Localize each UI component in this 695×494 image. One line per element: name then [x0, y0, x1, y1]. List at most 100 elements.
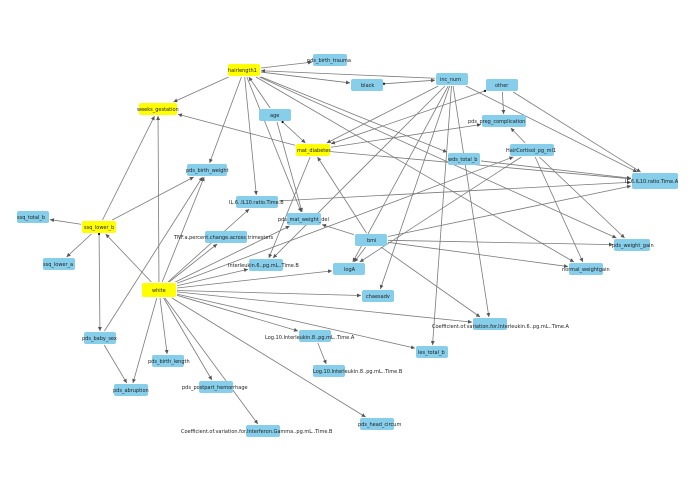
node-box [299, 330, 331, 342]
edge-white-to-pds_mat_weight_del [175, 225, 290, 283]
node-inc_num[interactable]: inc_num [436, 73, 468, 85]
node-ssq_lower_a[interactable]: ssq_lower_a [43, 258, 75, 270]
node-box [259, 109, 291, 121]
node-label: pds_postpart_hemorrhage [182, 385, 248, 391]
edge-white-to-les_total_b [176, 293, 416, 350]
node-chaesadv[interactable]: chaesadv [362, 290, 394, 302]
node-IL6_TimeB[interactable]: Interleukin.6..pg.mL..Time.B [228, 259, 299, 271]
node-box [416, 346, 448, 358]
edge-wds_total_b-to-IL6IL10_TimeA [480, 160, 632, 180]
edge-age-to-hairlength1 [248, 76, 271, 109]
node-label: Log.10.Interleukin.8..pg.mL..Time.A [265, 335, 355, 341]
node-box [569, 263, 603, 275]
node-other[interactable]: other [486, 79, 518, 91]
node-TNF[interactable]: TNF.a.percent.change.across.trimesters [173, 231, 274, 243]
node-box [287, 213, 321, 225]
edge-white-to-log10_IL8_TimeA [176, 294, 299, 332]
node-box [152, 355, 184, 367]
node-CV_IL6_TimeA[interactable]: Coefficient.of.variation.for.Interleukin… [432, 318, 570, 330]
node-label: pds_head_circum [358, 422, 401, 428]
node-label: hairlength1 [228, 68, 257, 74]
node-label: TNF.a.percent.change.across.trimesters [173, 235, 274, 241]
node-wds_total_b[interactable]: wds_total_b [448, 153, 480, 165]
node-label: les_total_b [418, 350, 445, 356]
edge-ssq_lower_b-to-ssq_lower_a [66, 233, 92, 258]
edge-bmi-to-IL6IL10_TimeA [387, 184, 632, 237]
edge-white-to-weeks_gestation [156, 115, 161, 283]
node-pds_head_circum[interactable]: pds_head_circum [358, 418, 401, 430]
node-box [236, 196, 278, 208]
node-white[interactable]: white [142, 283, 176, 297]
node-box [199, 381, 233, 393]
node-pds_birth_trauma[interactable]: pds_birth_trauma [307, 54, 351, 66]
node-box [473, 318, 507, 330]
edge-age-to-pds_mat_weight_del [276, 121, 303, 213]
node-pds_weight_gain[interactable]: pds_weight_gain [612, 239, 654, 251]
edge-other-to-IL6IL10_TimeA [512, 91, 641, 173]
node-pds_birth_weight[interactable]: pds_birth_weight [186, 164, 229, 176]
node-weeks_gestation[interactable]: weeks_gestation [137, 103, 179, 115]
node-box [142, 283, 176, 297]
node-label: white [152, 288, 166, 294]
node-box [249, 259, 283, 271]
edge-hairlength1-to-normal_weightgain [255, 76, 575, 263]
node-les_total_b[interactable]: les_total_b [416, 346, 448, 358]
node-box [355, 234, 387, 246]
node-log10_IL8_TimeA[interactable]: Log.10.Interleukin.8..pg.mL..Time.A [265, 330, 355, 342]
node-label: pds_abruption [113, 388, 149, 394]
node-ssq_total_b[interactable]: ssq_total_b [17, 211, 49, 223]
edge-bmi-to-pds_weight_gain [387, 239, 614, 247]
node-bmi[interactable]: bmi [355, 234, 387, 246]
node-normal_weightgain[interactable]: normal_weightgain [562, 263, 610, 275]
node-label: HairCortisol_pg_ml1 [506, 148, 556, 154]
node-hairlength1[interactable]: hairlength1 [228, 64, 260, 76]
edge-white-to-pds_abruption [132, 297, 158, 384]
node-label: bmi [367, 238, 376, 244]
edge-white-to-HairCortisol [176, 156, 514, 284]
node-box [510, 144, 554, 156]
node-box [448, 153, 480, 165]
edge-white-to-logA [176, 269, 333, 289]
edge-mat_diabetes-to-IL6_TimeB [268, 156, 311, 259]
node-box [333, 263, 365, 275]
node-label: Coefficient.of.variation.for.Interleukin… [432, 324, 570, 330]
edge-other-to-mat_diabetes [330, 89, 487, 145]
node-label: inc_num [440, 77, 461, 83]
node-HairCortisol[interactable]: HairCortisol_pg_ml1 [506, 144, 556, 156]
edge-HairCortisol-to-pds_weight_gain [539, 156, 625, 239]
node-label: logA [344, 267, 356, 273]
node-IL6IL10_TimeA[interactable]: IL.6.IL10.ratio.Time.A [625, 173, 679, 189]
node-label: ssq_lower_b [84, 225, 114, 231]
node-pds_birth_length[interactable]: pds_birth_length [148, 355, 190, 367]
node-black[interactable]: black [351, 79, 383, 91]
edge-white-to-chaesadv [176, 290, 362, 298]
node-pds_mat_weight_del[interactable]: pds_mat_weight_del [278, 213, 329, 225]
node-ssq_lower_b[interactable]: ssq_lower_b [82, 221, 116, 233]
edge-ssq_lower_b-to-pds_birth_weight [112, 176, 194, 221]
node-label: ssq_total_b [17, 215, 45, 221]
node-CV_IFNg_TimeB[interactable]: Coefficient.of.variation.for.Interferon.… [181, 425, 333, 437]
node-box [614, 239, 650, 251]
edge-ssq_lower_b-to-ssq_total_b [49, 218, 82, 225]
node-pds_postpart_hemorrhage[interactable]: pds_postpart_hemorrhage [182, 381, 248, 393]
node-box [246, 425, 280, 437]
node-pds_baby_sex[interactable]: pds_baby_sex [82, 332, 117, 344]
node-IL6IL10_TimeB[interactable]: IL.6..IL10.ratio.Time.B [229, 196, 284, 208]
node-pds_preg_complication[interactable]: pds_preg_complication [468, 115, 526, 127]
node-box [205, 231, 247, 243]
edge-hairlength1-to-weeks_gestation [173, 76, 229, 103]
node-age[interactable]: age [259, 109, 291, 121]
edge-hairlength1-to-black [260, 71, 351, 85]
edge-mat_diabetes-to-IL6IL10_TimeA [330, 151, 632, 181]
node-label: age [270, 113, 279, 119]
edge-hairlength1-to-pds_birth_weight [209, 76, 242, 164]
node-pds_abruption[interactable]: pds_abruption [113, 384, 149, 396]
node-box [436, 73, 468, 85]
node-log10_IL8_TimeB[interactable]: Log.10.Interleukin.8..pg.mL..Time.B [313, 365, 403, 377]
node-mat_diabetes[interactable]: mat_diabetes [296, 144, 331, 156]
node-label: pds_weight_gain [612, 243, 654, 249]
edge-mat_diabetes-to-weeks_gestation [177, 113, 296, 146]
node-logA[interactable]: logA [333, 263, 365, 275]
edge-bmi-to-CV_IL6_TimeA [380, 246, 481, 318]
